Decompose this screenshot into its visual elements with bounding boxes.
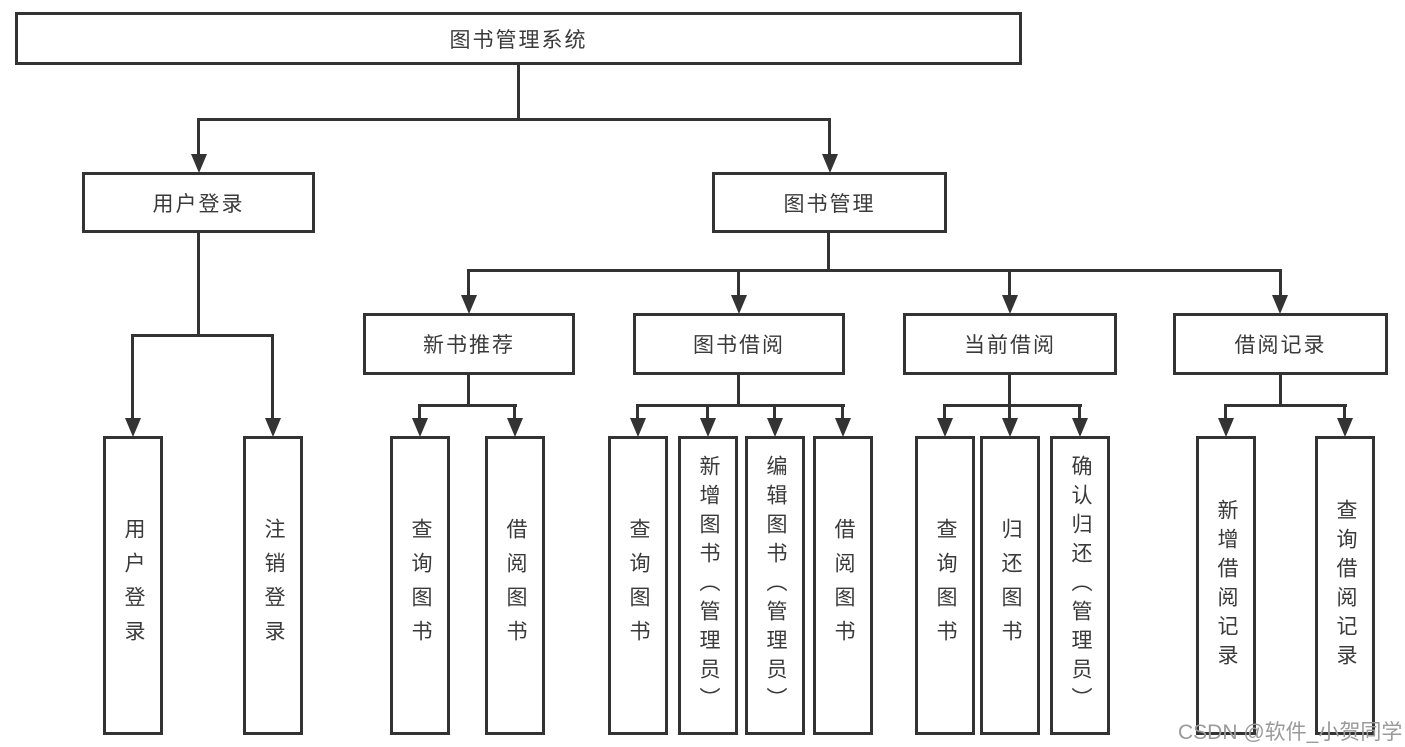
connector-line bbox=[943, 404, 1082, 407]
connector-line bbox=[131, 334, 274, 337]
node-label: 图书管理 bbox=[783, 192, 876, 216]
connector-line bbox=[1008, 404, 1011, 420]
node-book-management: 图书管理 bbox=[712, 172, 947, 233]
csdn-watermark: CSDN @软件_小贺同学 bbox=[1178, 721, 1403, 744]
node-label: 图书管理系统 bbox=[449, 28, 588, 52]
leaf-query-books-current: 查询图书 bbox=[915, 436, 975, 735]
connector-line bbox=[737, 269, 740, 300]
node-label: 当前借阅 bbox=[964, 334, 1056, 357]
connector-line bbox=[706, 404, 709, 420]
connector-line bbox=[773, 404, 776, 420]
connector-line bbox=[517, 64, 520, 120]
arrow-down-icon bbox=[1218, 418, 1234, 437]
arrow-down-icon bbox=[412, 418, 428, 437]
arrow-down-icon bbox=[822, 154, 838, 173]
leaf-user-login: 用户登录 bbox=[103, 436, 163, 735]
connector-line bbox=[1008, 375, 1011, 406]
arrow-down-icon bbox=[1002, 295, 1018, 314]
leaf-logout: 注销登录 bbox=[243, 436, 303, 735]
node-user-login: 用户登录 bbox=[82, 172, 315, 233]
node-label: 新书推荐 bbox=[423, 334, 515, 357]
connector-line bbox=[197, 233, 200, 336]
connector-line bbox=[1008, 269, 1011, 300]
arrow-down-icon bbox=[191, 154, 207, 173]
connector-line bbox=[1279, 375, 1282, 406]
leaf-label: 查询借阅记录 bbox=[1334, 498, 1357, 673]
connector-line bbox=[467, 269, 470, 300]
leaf-label: 查询图书 bbox=[627, 517, 650, 654]
leaf-label: 借阅图书 bbox=[504, 517, 527, 654]
node-new-book-recommendation: 新书推荐 bbox=[363, 313, 575, 375]
node-book-borrowing: 图书借阅 bbox=[633, 313, 845, 375]
node-label: 图书借阅 bbox=[693, 334, 785, 357]
connector-line bbox=[1343, 404, 1346, 420]
leaf-label: 注销登录 bbox=[262, 517, 285, 654]
arrow-down-icon bbox=[1002, 418, 1018, 437]
node-library-management-system: 图书管理系统 bbox=[15, 12, 1022, 65]
leaf-label: 新增图书（管理员） bbox=[697, 455, 720, 716]
leaf-add-books-admin: 新增图书（管理员） bbox=[678, 436, 738, 735]
leaf-edit-books-admin: 编辑图书（管理员） bbox=[745, 436, 805, 735]
connector-line bbox=[131, 334, 134, 420]
arrow-down-icon bbox=[1337, 418, 1353, 437]
node-label: 借阅记录 bbox=[1234, 334, 1327, 357]
leaf-label: 确认归还（管理员） bbox=[1069, 455, 1092, 716]
connector-line bbox=[828, 118, 831, 158]
arrow-down-icon bbox=[507, 418, 523, 437]
leaf-label: 归还图书 bbox=[999, 517, 1022, 654]
connector-line bbox=[1078, 404, 1081, 420]
leaf-label: 新增借阅记录 bbox=[1215, 498, 1238, 673]
arrow-down-icon bbox=[1272, 295, 1288, 314]
leaf-label: 借阅图书 bbox=[832, 517, 855, 654]
arrow-down-icon bbox=[731, 295, 747, 314]
leaf-query-borrow-record: 查询借阅记录 bbox=[1315, 436, 1375, 735]
arrow-down-icon bbox=[937, 418, 953, 437]
connector-line bbox=[841, 404, 844, 420]
arrow-down-icon bbox=[265, 418, 281, 437]
node-label: 用户登录 bbox=[152, 192, 245, 216]
arrow-down-icon bbox=[1072, 418, 1088, 437]
connector-line bbox=[943, 404, 946, 420]
node-current-borrowing: 当前借阅 bbox=[903, 313, 1117, 375]
connector-line bbox=[418, 404, 421, 420]
connector-line bbox=[197, 118, 831, 121]
arrow-down-icon bbox=[700, 418, 716, 437]
arrow-down-icon bbox=[835, 418, 851, 437]
connector-line bbox=[737, 375, 740, 406]
leaf-label: 查询图书 bbox=[409, 517, 432, 654]
leaf-label: 查询图书 bbox=[934, 517, 957, 654]
arrow-down-icon bbox=[461, 295, 477, 314]
connector-line bbox=[467, 375, 470, 406]
leaf-query-books-recommend: 查询图书 bbox=[390, 436, 450, 735]
leaf-label: 用户登录 bbox=[122, 517, 145, 654]
connector-line bbox=[513, 404, 516, 420]
connector-line bbox=[1224, 404, 1347, 407]
connector-line bbox=[636, 404, 639, 420]
node-borrowing-records: 借阅记录 bbox=[1173, 313, 1388, 375]
leaf-borrow-books: 借阅图书 bbox=[813, 436, 873, 735]
arrow-down-icon bbox=[767, 418, 783, 437]
connector-line bbox=[827, 233, 830, 272]
leaf-confirm-return-admin: 确认归还（管理员） bbox=[1050, 436, 1110, 735]
connector-line bbox=[1224, 404, 1227, 420]
arrow-down-icon bbox=[125, 418, 141, 437]
leaf-return-books: 归还图书 bbox=[980, 436, 1040, 735]
leaf-query-books-borrow: 查询图书 bbox=[608, 436, 668, 735]
connector-line bbox=[468, 269, 1282, 272]
connector-line bbox=[197, 118, 200, 158]
connector-line bbox=[271, 334, 274, 420]
connector-line bbox=[636, 404, 845, 407]
connector-line bbox=[1279, 269, 1282, 300]
leaf-add-borrow-record: 新增借阅记录 bbox=[1196, 436, 1256, 735]
connector-line bbox=[418, 404, 517, 407]
leaf-label: 编辑图书（管理员） bbox=[764, 455, 787, 716]
leaf-borrow-books-recommend: 借阅图书 bbox=[485, 436, 545, 735]
arrow-down-icon bbox=[630, 418, 646, 437]
